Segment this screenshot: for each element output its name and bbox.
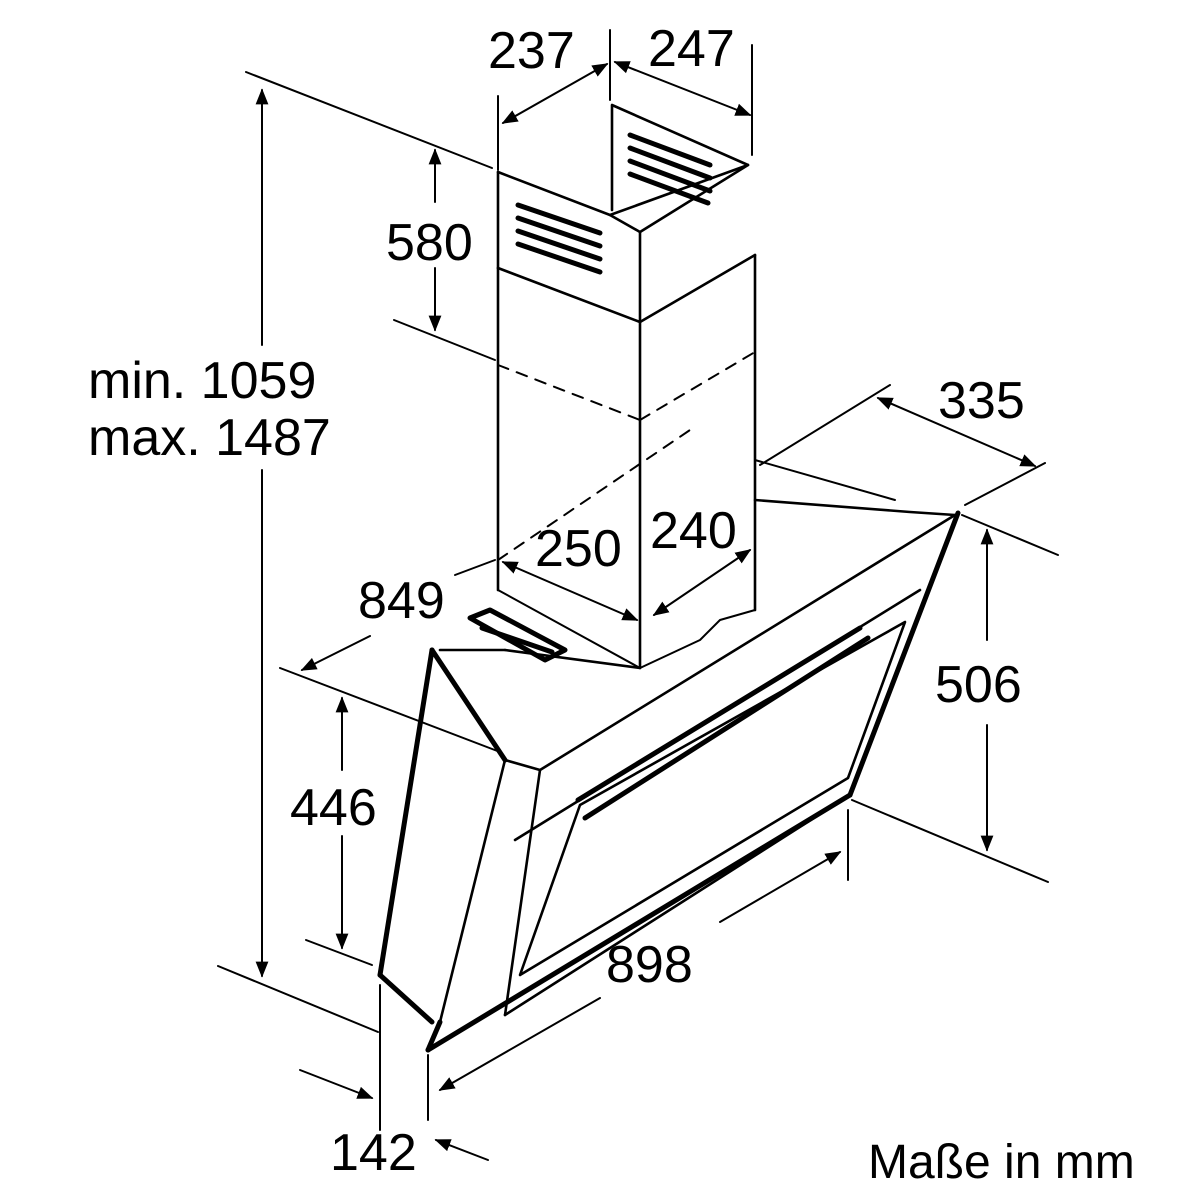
dim-250: 250 <box>501 520 639 621</box>
glass-panel <box>518 620 907 977</box>
dim-142-label: 142 <box>330 1124 417 1182</box>
dim-506: 506 <box>851 514 1059 883</box>
dim-849-label: 849 <box>358 572 445 630</box>
hood-body <box>377 498 961 1053</box>
dim-total-height: min. 1059 max. 1487 <box>88 71 493 1033</box>
dim-237: 237 <box>488 22 611 171</box>
dim-247: 247 <box>613 20 753 156</box>
dim-237-label: 237 <box>488 22 575 80</box>
dim-335: 335 <box>759 372 1046 506</box>
dim-height-min-label: min. 1059 <box>88 352 316 410</box>
dim-height-max-label: max. 1487 <box>88 409 331 467</box>
vent-slots-left <box>515 202 603 275</box>
dim-898-label: 898 <box>606 936 693 994</box>
dim-142: 142 <box>299 984 489 1182</box>
dim-580-label: 580 <box>386 214 473 272</box>
dim-446: 446 <box>279 667 501 966</box>
dim-247-label: 247 <box>648 20 735 78</box>
dim-898: 898 <box>427 809 849 1121</box>
dim-446-label: 446 <box>290 779 377 837</box>
dim-335-label: 335 <box>938 372 1025 430</box>
dim-240: 240 <box>650 502 752 616</box>
dim-580: 580 <box>386 148 496 361</box>
dim-250-label: 250 <box>535 520 622 578</box>
dim-506-label: 506 <box>935 656 1022 714</box>
chimney-lower <box>496 253 757 670</box>
dim-849: 849 <box>300 459 896 671</box>
dim-240-label: 240 <box>650 502 737 560</box>
mounting-bracket <box>467 607 568 663</box>
units-note: Maße in mm <box>868 1136 1135 1189</box>
vent-slots-right <box>627 132 713 206</box>
chimney-upper <box>496 103 757 324</box>
